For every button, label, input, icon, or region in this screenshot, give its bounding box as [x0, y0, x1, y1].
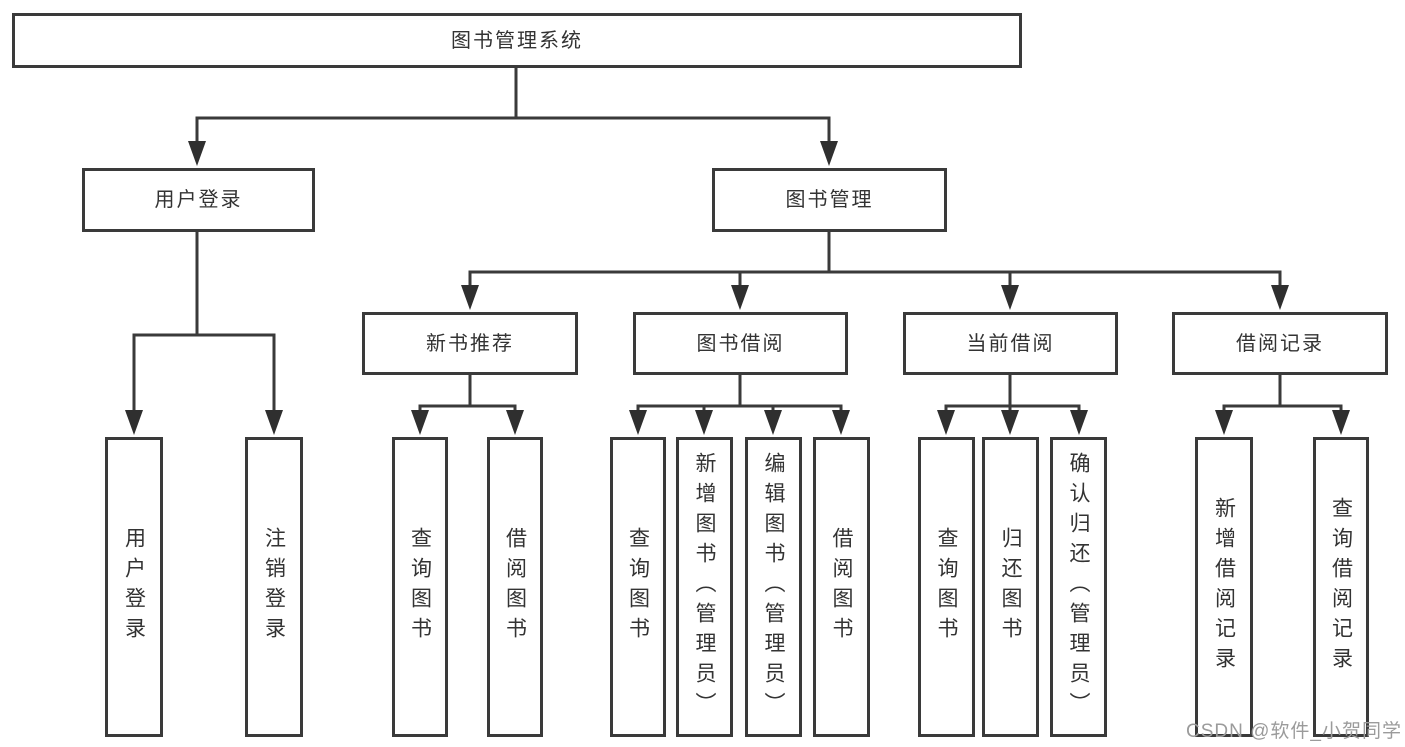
node-label: 图书借阅 — [696, 332, 785, 355]
node-label: 图书管理 — [785, 189, 874, 211]
node-label: 新增图书（管理员） — [693, 452, 716, 722]
leaf-borrow-books-recommend: 借阅图书 — [487, 437, 543, 737]
leaf-edit-books-admin: 编辑图书（管理员） — [745, 437, 802, 737]
node-label: 借阅图书 — [503, 527, 527, 647]
leaf-add-borrow-record: 新增借阅记录 — [1195, 437, 1253, 737]
leaf-query-books-borrow: 查询图书 — [610, 437, 666, 737]
node-current-borrow: 当前借阅 — [903, 312, 1118, 375]
edge-root-to-level2 — [195, 68, 831, 148]
node-label: 注销登录 — [262, 527, 286, 647]
node-label: 确认归还（管理员） — [1067, 452, 1090, 722]
edge-book-mgmt-children — [468, 232, 1282, 292]
leaf-logout: 注销登录 — [245, 437, 303, 737]
leaf-confirm-return-admin: 确认归还（管理员） — [1050, 437, 1107, 737]
node-book-management-module: 图书管理 — [712, 168, 947, 232]
edge-user-login-children — [132, 232, 276, 418]
leaf-query-borrow-record: 查询借阅记录 — [1313, 437, 1369, 737]
node-label: 新书推荐 — [426, 332, 514, 355]
edge-new-book-children — [418, 375, 517, 418]
node-new-book-recommend: 新书推荐 — [362, 312, 578, 375]
arrowheads — [125, 141, 1350, 435]
edge-borrow-records-children — [1222, 375, 1343, 418]
node-label: 用户登录 — [122, 527, 146, 647]
leaf-add-books-admin: 新增图书（管理员） — [676, 437, 733, 737]
node-label: 图书管理系统 — [451, 29, 583, 52]
node-book-borrow: 图书借阅 — [633, 312, 848, 375]
csdn-watermark: CSDN @软件_小贺同学 — [1186, 721, 1402, 742]
node-label: 查询图书 — [935, 527, 958, 647]
leaf-user-login: 用户登录 — [105, 437, 163, 737]
node-label: 编辑图书（管理员） — [762, 452, 785, 722]
node-label: 当前借阅 — [966, 332, 1055, 355]
edge-book-borrow-children — [636, 375, 843, 418]
node-label: 归还图书 — [999, 527, 1022, 647]
leaf-query-books-current: 查询图书 — [918, 437, 975, 737]
node-user-login-module: 用户登录 — [82, 168, 315, 232]
node-label: 查询借阅记录 — [1329, 497, 1353, 677]
node-label: 借阅记录 — [1236, 332, 1324, 355]
leaf-return-books: 归还图书 — [982, 437, 1039, 737]
node-borrow-records: 借阅记录 — [1172, 312, 1388, 375]
node-library-system-root: 图书管理系统 — [12, 13, 1022, 68]
node-label: 查询图书 — [408, 527, 432, 647]
node-label: 新增借阅记录 — [1212, 497, 1236, 677]
node-label: 用户登录 — [154, 189, 243, 211]
leaf-query-books-recommend: 查询图书 — [392, 437, 448, 737]
node-label: 查询图书 — [626, 527, 650, 647]
node-label: 借阅图书 — [830, 527, 853, 647]
leaf-borrow-books: 借阅图书 — [813, 437, 870, 737]
